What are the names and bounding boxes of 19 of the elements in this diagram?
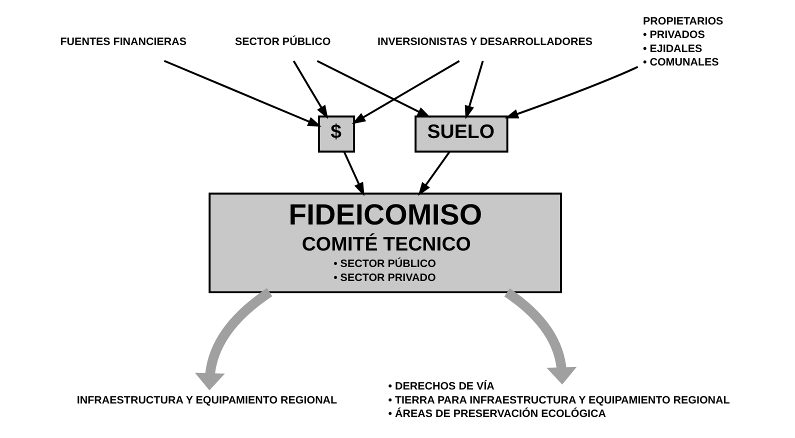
node-box: $ xyxy=(317,116,355,153)
node-text: FUENTES FINANCIERAS xyxy=(60,36,186,48)
arrow xyxy=(194,288,272,390)
arrow xyxy=(464,60,484,120)
node-text: INFRAESTRUCTURA Y EQUIPAMIENTO REGIONAL xyxy=(76,394,337,406)
node-text: INVERSIONISTAS Y DESARROLLADORES xyxy=(377,36,592,48)
node-box: FIDEICOMISO COMITÉ TECNICO • SECTOR PÚBLICO • SECTOR PRIVADO xyxy=(208,192,562,294)
node-box: SUELO xyxy=(414,116,508,153)
node-text: • DERECHOS DE VÍA • TIERRA PARA INFRAESTRUCTURA Y EQUIPAMIENTO REGIONAL • ÁREAS DE PRESERVACIÓN ECOLÓGICA xyxy=(388,380,730,420)
node-text: SECTOR PÚBLICO xyxy=(234,36,330,48)
arrow xyxy=(351,60,460,124)
node-text: PROPIETARIOS • PRIVADOS • EJIDALES • COMUNALES xyxy=(642,16,723,69)
arrow xyxy=(504,66,638,118)
arrow xyxy=(163,60,321,127)
arrow xyxy=(342,151,364,196)
arrow xyxy=(418,151,450,196)
arrow xyxy=(316,60,430,118)
arrow xyxy=(292,60,328,119)
arrow xyxy=(504,288,576,385)
